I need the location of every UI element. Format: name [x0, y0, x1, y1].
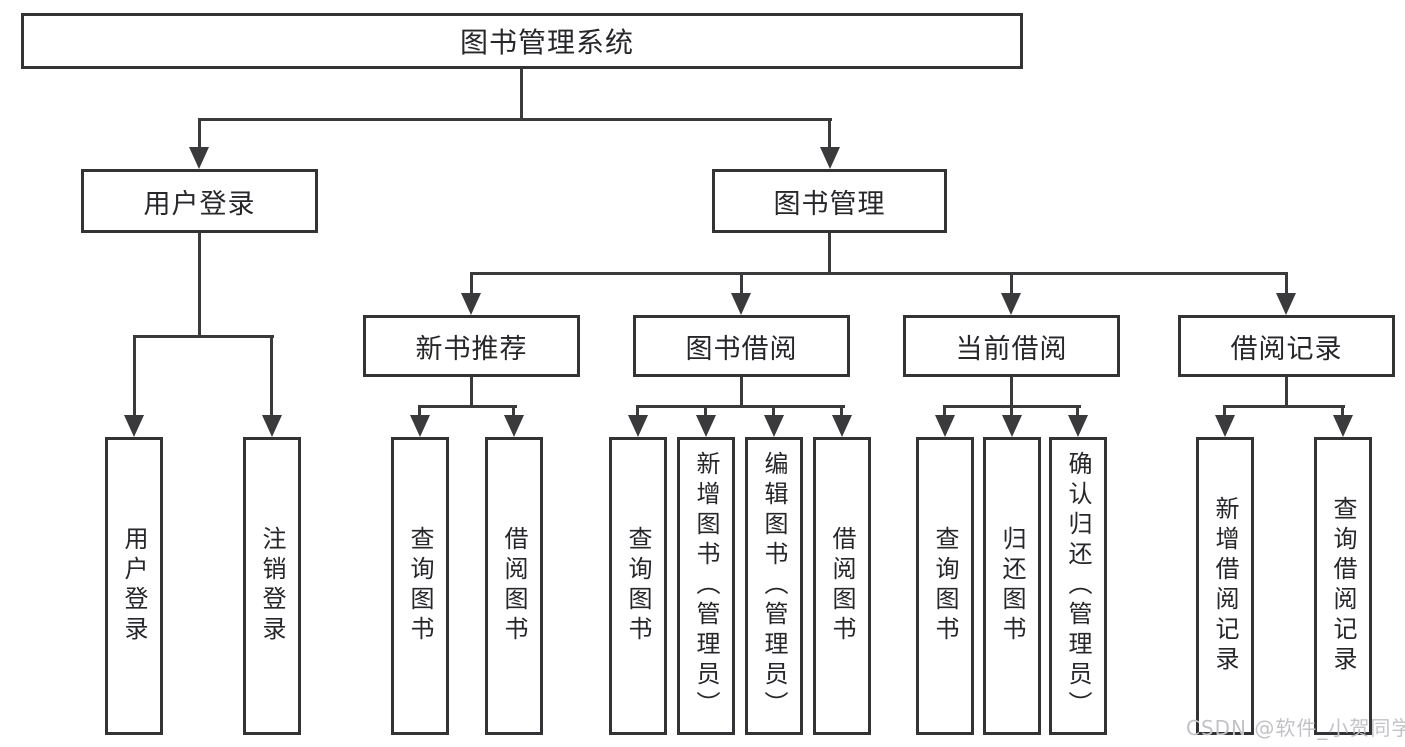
node-bb-add-books-admin: 新增图书（管理员）	[677, 437, 735, 735]
arrow-down-icon	[1276, 293, 1296, 315]
arrow-down-icon	[935, 415, 955, 437]
connector-line	[198, 118, 832, 121]
connector-line	[704, 405, 707, 418]
arrow-down-icon	[262, 415, 282, 437]
node-label: 查询图书	[931, 526, 959, 646]
connector-line	[740, 272, 743, 295]
connector-line	[133, 335, 136, 417]
connector-line	[1341, 405, 1344, 418]
node-label: 归还图书	[998, 526, 1026, 646]
connector-line	[637, 405, 845, 408]
connector-line	[133, 335, 274, 338]
node-nb-borrow-books: 借阅图书	[485, 437, 543, 735]
arrow-down-icon	[461, 293, 481, 315]
connector-line	[740, 377, 743, 407]
node-nb-query-books: 查询图书	[391, 437, 449, 735]
node-logout: 注销登录	[243, 437, 301, 735]
node-label: 新增借阅记录	[1211, 496, 1239, 676]
arrow-down-icon	[1215, 415, 1235, 437]
connector-line	[198, 233, 201, 337]
node-label: 图书管理系统	[459, 26, 634, 59]
csdn-watermark: CSDN @软件_小贺同学	[1186, 716, 1405, 740]
node-label: 编辑图书（管理员）	[760, 451, 788, 721]
arrow-down-icon	[820, 147, 840, 169]
arrow-down-icon	[1001, 293, 1021, 315]
connector-line	[418, 405, 421, 418]
node-new-book-recommend: 新书推荐	[363, 315, 580, 377]
connector-line	[828, 233, 831, 274]
node-label: 查询借阅记录	[1329, 496, 1357, 676]
connector-line	[470, 272, 473, 295]
arrow-down-icon	[410, 415, 430, 437]
node-label: 查询图书	[624, 526, 652, 646]
connector-line	[1076, 405, 1079, 418]
connector-line	[419, 405, 517, 408]
arrow-down-icon	[731, 293, 751, 315]
node-user-login-group: 用户登录	[81, 169, 318, 233]
node-label: 注销登录	[258, 526, 286, 646]
connector-line	[470, 377, 473, 407]
connector-line	[636, 405, 639, 418]
node-label: 用户登录	[143, 188, 256, 220]
connector-line	[1010, 272, 1013, 295]
connector-line	[1285, 272, 1288, 295]
node-label: 图书管理	[773, 188, 886, 220]
connector-line	[943, 405, 946, 418]
node-br-add-record: 新增借阅记录	[1196, 437, 1254, 735]
node-label: 借阅图书	[828, 526, 856, 646]
node-borrowing-records: 借阅记录	[1178, 315, 1395, 377]
connector-line	[198, 118, 201, 149]
connector-line	[772, 405, 775, 418]
arrow-down-icon	[832, 415, 852, 437]
arrow-down-icon	[696, 415, 716, 437]
connector-line	[270, 335, 273, 417]
connector-line	[470, 272, 1288, 275]
node-label: 新书推荐	[415, 333, 528, 365]
node-bb-edit-books-admin: 编辑图书（管理员）	[745, 437, 803, 735]
node-label: 借阅记录	[1230, 333, 1343, 365]
connector-line	[840, 405, 843, 418]
node-label: 新增图书（管理员）	[692, 451, 720, 721]
arrow-down-icon	[124, 415, 144, 437]
node-label: 借阅图书	[500, 526, 528, 646]
node-br-query-record: 查询借阅记录	[1314, 437, 1372, 735]
connector-line	[1223, 405, 1226, 418]
node-label: 图书借阅	[685, 333, 798, 365]
node-label: 用户登录	[120, 526, 148, 646]
node-bb-query-books: 查询图书	[609, 437, 667, 735]
arrow-down-icon	[1333, 415, 1353, 437]
connector-line	[1010, 377, 1013, 407]
connector-line	[828, 118, 831, 149]
node-current-borrowing: 当前借阅	[903, 315, 1120, 377]
arrow-down-icon	[189, 147, 209, 169]
connector-line	[1010, 405, 1013, 418]
node-cb-query-books: 查询图书	[916, 437, 974, 735]
node-label: 查询图书	[406, 526, 434, 646]
arrow-down-icon	[1068, 415, 1088, 437]
node-label: 确认归还（管理员）	[1064, 451, 1092, 721]
arrow-down-icon	[1002, 415, 1022, 437]
node-book-borrowing: 图书借阅	[633, 315, 850, 377]
arrow-down-icon	[628, 415, 648, 437]
node-cb-confirm-return-admin: 确认归还（管理员）	[1049, 437, 1107, 735]
connector-line	[1224, 405, 1345, 408]
connector-line	[1285, 377, 1288, 407]
node-user-login: 用户登录	[105, 437, 163, 735]
connector-line	[520, 69, 523, 121]
node-cb-return-books: 归还图书	[983, 437, 1041, 735]
node-library-management-system: 图书管理系统	[21, 13, 1023, 69]
arrow-down-icon	[764, 415, 784, 437]
arrow-down-icon	[504, 415, 524, 437]
node-label: 当前借阅	[955, 333, 1068, 365]
node-book-management: 图书管理	[712, 169, 947, 233]
node-bb-borrow-books: 借阅图书	[813, 437, 871, 735]
connector-line	[512, 405, 515, 418]
